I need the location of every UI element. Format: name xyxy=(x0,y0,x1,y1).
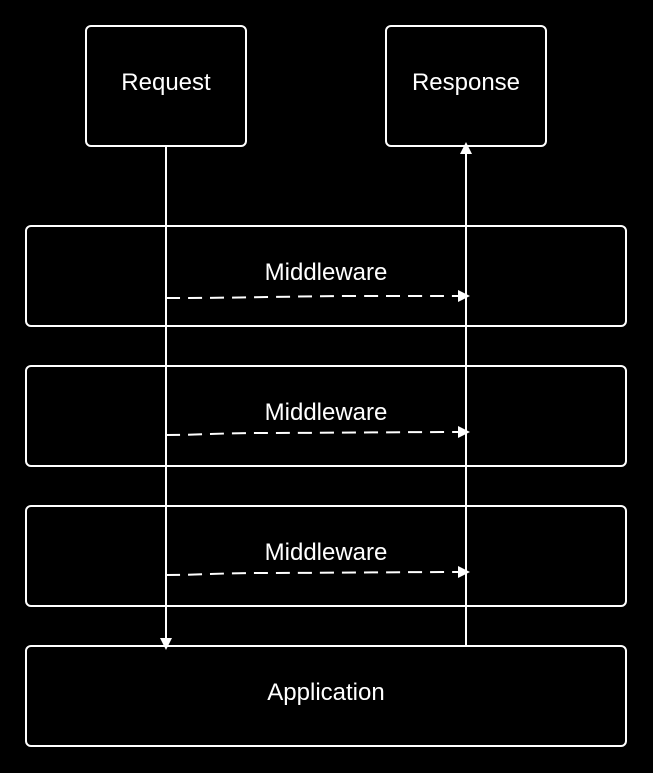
response-node-label: Response xyxy=(412,69,520,96)
middleware-node-2-label: Middleware xyxy=(265,399,388,426)
application-node: Application xyxy=(25,645,627,747)
middleware-node-2-box xyxy=(25,365,627,467)
middleware-3-shortcut-arrow xyxy=(165,566,470,579)
middleware-2-shortcut-arrow xyxy=(165,426,470,439)
middleware-node-2: Middleware xyxy=(25,365,627,467)
response-node: Response xyxy=(385,25,547,147)
middleware-node-3-label: Middleware xyxy=(265,539,388,566)
middleware-1-shortcut-arrow xyxy=(165,290,470,302)
middleware-node-3-box xyxy=(25,505,627,607)
application-node-box xyxy=(25,645,627,747)
request-node: Request xyxy=(85,25,247,147)
middleware-node-1: Middleware xyxy=(25,225,627,327)
request-node-label: Request xyxy=(121,69,211,96)
middleware-node-1-label: Middleware xyxy=(265,259,388,286)
middleware-node-3: Middleware xyxy=(25,505,627,607)
middleware-node-1-box xyxy=(25,225,627,327)
application-node-label: Application xyxy=(267,679,384,706)
